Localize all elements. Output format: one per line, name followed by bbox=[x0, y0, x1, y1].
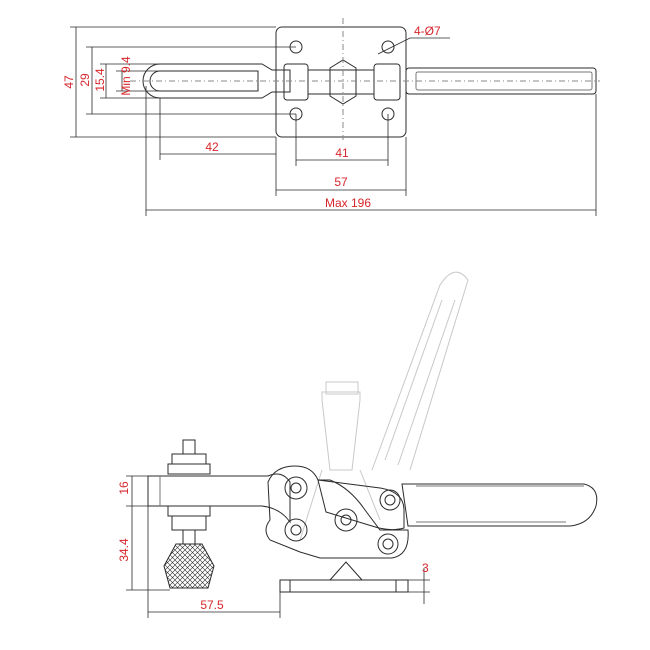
ghost-handle bbox=[371, 271, 469, 471]
label-29: 29 bbox=[78, 73, 92, 87]
side-handle bbox=[401, 483, 598, 527]
clamp-body bbox=[265, 465, 409, 559]
label-hole-spec: 4-Ø7 bbox=[414, 24, 441, 38]
label-57-5: 57.5 bbox=[200, 598, 224, 612]
side-base bbox=[279, 579, 409, 593]
spindle-top bbox=[182, 439, 196, 455]
rubber-tip bbox=[163, 543, 215, 589]
pivot-pin-lower-core bbox=[290, 524, 302, 536]
side-view-dimension-labels: 16 34.4 57.5 3 bbox=[117, 481, 429, 612]
centerline bbox=[130, 18, 600, 140]
spindle-nut-top bbox=[171, 453, 207, 465]
label-min-9-4: Min 9.4 bbox=[119, 56, 133, 96]
label-3: 3 bbox=[422, 561, 429, 575]
open-position-ghost bbox=[299, 271, 469, 541]
mount-hole bbox=[381, 40, 395, 54]
link-block-right bbox=[373, 63, 401, 101]
ghost-arm bbox=[321, 391, 361, 471]
label-15-4: 15.4 bbox=[93, 68, 107, 92]
spindle-washer-bottom bbox=[167, 505, 211, 517]
pivot-pin-lower bbox=[284, 518, 308, 542]
side-view-dimensions bbox=[126, 475, 430, 618]
label-57: 57 bbox=[334, 175, 348, 189]
ghost-handle-inner bbox=[384, 299, 456, 466]
label-34-4: 34.4 bbox=[117, 538, 131, 562]
slotted-arm bbox=[142, 63, 291, 99]
top-view bbox=[130, 18, 600, 140]
label-max-196: Max 196 bbox=[325, 196, 371, 210]
base-support bbox=[329, 561, 363, 581]
pivot-pin-upper-core bbox=[290, 482, 302, 494]
ghost-arm-tip bbox=[325, 381, 359, 395]
label-42: 42 bbox=[205, 140, 219, 154]
pivot-pin-center bbox=[334, 508, 358, 532]
handle-pin-core bbox=[384, 494, 396, 506]
pivot-pin-right-core bbox=[382, 538, 394, 550]
label-47: 47 bbox=[62, 75, 76, 89]
link-plate bbox=[317, 479, 405, 531]
arm-slot bbox=[149, 70, 259, 92]
top-base-plate bbox=[275, 26, 407, 138]
label-41: 41 bbox=[335, 146, 349, 160]
side-handle-grip bbox=[416, 485, 584, 523]
base-rib bbox=[289, 580, 397, 592]
top-view-dimension-labels: 4-Ø7 47 29 15.4 Min 9.4 42 41 57 Max 196 bbox=[62, 24, 441, 210]
spindle-nut-bottom bbox=[171, 515, 207, 531]
clamp-arm bbox=[147, 473, 291, 524]
spindle-shaft bbox=[182, 529, 196, 545]
side-view bbox=[147, 439, 598, 593]
top-view-dimensions bbox=[70, 26, 597, 216]
spindle-washer-top bbox=[167, 463, 211, 475]
link-block-left bbox=[283, 63, 309, 101]
link-bar bbox=[308, 69, 374, 95]
pivot-pin-upper bbox=[284, 476, 308, 500]
handle-pin bbox=[379, 489, 401, 511]
label-16: 16 bbox=[117, 481, 131, 495]
pivot-pin-right bbox=[377, 533, 399, 555]
